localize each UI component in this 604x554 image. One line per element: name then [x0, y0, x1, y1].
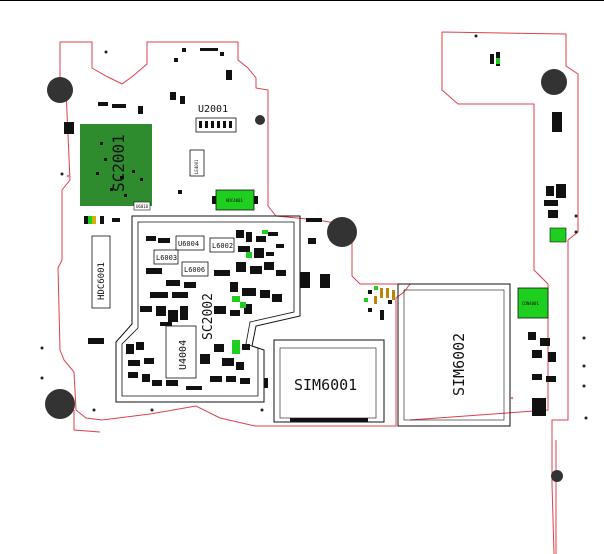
label-l6003: L6003: [156, 254, 177, 262]
mounting-hole-bottom-right: [551, 470, 563, 482]
hdc4001-tab-right: [254, 196, 258, 204]
label-sc2002: SC2002: [201, 293, 216, 340]
label-hdc6001: HDC6001: [97, 262, 107, 300]
label-u2001: U2001: [198, 104, 228, 115]
sim6002-tray: [403, 289, 505, 421]
green-pad-a: [364, 298, 368, 302]
mounting-hole-top-right: [541, 69, 567, 95]
shield-green-parts: [232, 230, 268, 354]
label-hdc4001: HDC4001: [226, 198, 243, 203]
left-board-outline: [57, 41, 411, 427]
right-green-part: [549, 227, 567, 243]
u2001-pad-row: [195, 117, 237, 133]
label-u6010: U6010: [136, 204, 149, 209]
sc2001-pads: [96, 142, 143, 197]
green-pad-b: [374, 286, 378, 290]
label-le4001: LE4001: [194, 159, 199, 174]
le4001-part: [189, 149, 205, 177]
label-sim6001: SIM6001: [294, 376, 357, 394]
via-dot: [255, 115, 265, 125]
shield-sc2001: [80, 124, 152, 206]
shield-frame-inner: [121, 221, 295, 397]
connector-green-a: [496, 58, 500, 64]
shield-small-components: [126, 230, 286, 390]
test-points: [66, 174, 514, 400]
copper-pad-frames: [368, 290, 392, 320]
right-board-outline: [409, 31, 579, 554]
top-small-parts: [64, 48, 232, 224]
green-part-small: [88, 216, 92, 224]
label-l6006: L6006: [184, 266, 205, 274]
alignment-dots: [40, 34, 588, 420]
mounting-hole-center: [327, 217, 357, 247]
label-l6002: L6002: [212, 242, 233, 250]
right-small-parts: [88, 52, 566, 416]
label-sim6002: SIM6002: [450, 333, 468, 396]
yellow-part: [92, 216, 96, 224]
u2001-pads: [199, 121, 232, 128]
label-u6004: U6004: [178, 240, 199, 248]
copper-pads: [374, 288, 395, 304]
bottom-left-outline: [73, 410, 101, 433]
label-con4001: CON4001: [522, 301, 539, 306]
sim6001-slot: [290, 418, 368, 422]
mounting-hole-bottom-left: [45, 389, 75, 419]
sim6002-outline: [397, 283, 511, 427]
part-con4001: [517, 287, 549, 319]
label-sc2001: SC2001: [109, 134, 128, 192]
label-u4004: U4004: [178, 340, 189, 370]
mounting-hole-top-left: [47, 77, 73, 103]
shield-inner-parts: U6004 L6002 L6003 L6006 U6010 U4004 SC20…: [133, 201, 235, 379]
part-hdc6001: [91, 235, 111, 309]
hdc4001-tab-left: [212, 196, 216, 204]
